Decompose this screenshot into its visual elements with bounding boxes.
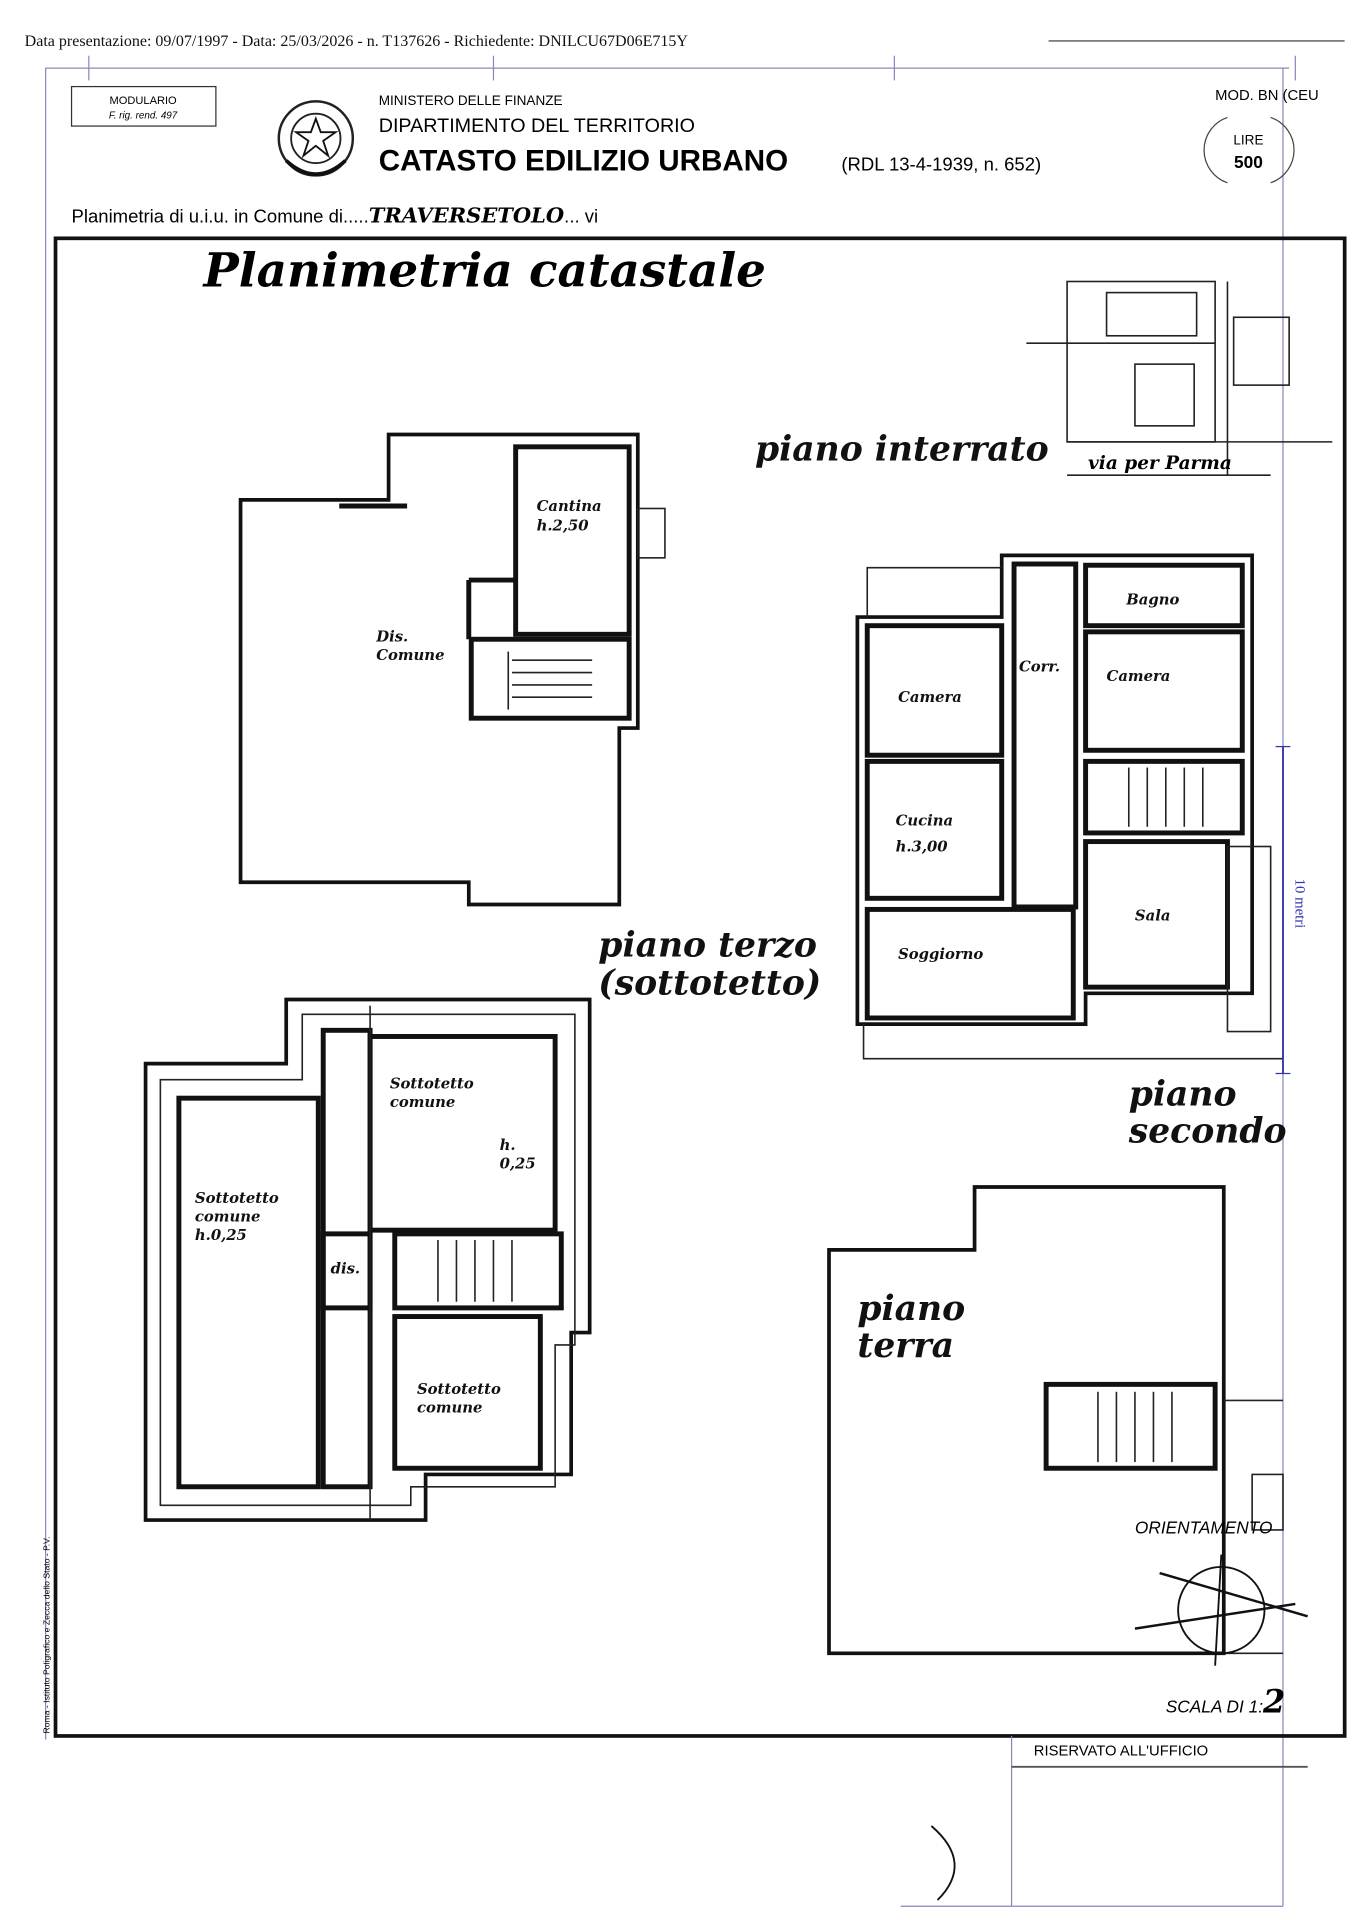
room-corridoio: Corr. (1019, 658, 1060, 675)
plan-piano-terra (827, 1185, 1284, 1656)
republic-emblem-icon (277, 100, 355, 177)
room-sottotetto-bottom: Sottotetto (417, 1381, 501, 1398)
room-sottotetto-top-h2: 0,25 (500, 1155, 536, 1172)
room-sottotetto-left-2: comune (195, 1209, 260, 1226)
room-sottotetto-bottom-2: comune (417, 1400, 482, 1417)
room-sottotetto-left-h: h.0,25 (195, 1227, 247, 1244)
label-piano-terra-2: terra (857, 1326, 954, 1366)
svg-text:LIRE: LIRE (1233, 133, 1263, 148)
room-cantina: Cantina (537, 498, 602, 515)
scale-bar: 10 metri (1275, 745, 1307, 1075)
room-cantina-height: h.2,50 (537, 518, 590, 535)
room-dis: dis. (331, 1260, 360, 1277)
room-cucina-height: h.3,00 (896, 838, 949, 855)
department: DIPARTIMENTO DEL TERRITORIO (379, 115, 695, 137)
label-piano-secondo-2: secondo (1128, 1112, 1287, 1152)
ministry: MINISTERO DELLE FINANZE (379, 93, 563, 108)
room-camera-left: Camera (898, 689, 962, 706)
submission-header: Data presentazione: 09/07/1997 - Data: 2… (25, 33, 689, 50)
label-piano-secondo: piano (1129, 1075, 1237, 1115)
catasto-title: CATASTO EDILIZIO URBANO (379, 144, 788, 177)
room-soggiorno: Soggiorno (898, 946, 983, 963)
label-piano-terzo: piano terzo (598, 925, 817, 965)
stamp-duty: LIRE 500 (1203, 116, 1295, 184)
plan-piano-sottotetto (143, 997, 592, 1522)
room-sottotetto-top-h: h. (500, 1137, 516, 1154)
scale-label: SCALA DI 1:2 (1166, 1683, 1286, 1721)
drawing-title: Planimetria catastale (202, 243, 766, 298)
plan-piano-interrato (238, 432, 666, 907)
svg-text:RISERVATO ALL'UFFICIO: RISERVATO ALL'UFFICIO (1034, 1744, 1208, 1760)
svg-text:10 metri: 10 metri (1291, 879, 1307, 929)
room-camera-right: Camera (1107, 668, 1171, 685)
svg-text:F. rig. rend. 497: F. rig. rend. 497 (109, 111, 178, 122)
room-sala: Sala (1135, 908, 1170, 925)
room-sottotetto-top-2: comune (390, 1094, 455, 1111)
orientation-label: ORIENTAMENTO (1135, 1518, 1272, 1538)
reserved-office-box: RISERVATO ALL'UFFICIO (900, 1735, 1308, 1907)
room-dis-comune-2: Comune (376, 647, 444, 664)
compass-icon (1134, 1554, 1308, 1666)
label-piano-terra: piano (857, 1289, 965, 1329)
drawing-frame (53, 236, 1347, 1738)
room-cucina: Cucina (896, 813, 954, 830)
printer-side-text: Roma - Istituto Poligrafico e Zecca dell… (41, 1536, 51, 1733)
site-map (1026, 280, 1333, 476)
svg-text:MODULARIO: MODULARIO (110, 95, 178, 107)
room-dis-comune: Dis. (375, 629, 408, 646)
room-sottotetto-top: Sottotetto (390, 1075, 474, 1092)
plan-piano-secondo (855, 553, 1283, 1060)
street-label: via per Parma (1088, 453, 1232, 474)
modulario-box: MODULARIO F. rig. rend. 497 (70, 85, 217, 127)
law-reference: (RDL 13-4-1939, n. 652) (841, 153, 1041, 174)
label-piano-interrato: piano interrato (755, 429, 1049, 469)
label-sottotetto: (sottotetto) (598, 964, 821, 1004)
svg-text:Planimetria di u.i.u. in Comun: Planimetria di u.i.u. in Comune di.....T… (72, 202, 599, 227)
room-sottotetto-left: Sottotetto (195, 1190, 279, 1207)
comune-line: Planimetria di u.i.u. in Comune di.....T… (72, 202, 599, 227)
room-bagno: Bagno (1125, 592, 1179, 609)
mod-code: MOD. BN (CEU (1215, 88, 1319, 104)
svg-text:500: 500 (1234, 152, 1263, 172)
